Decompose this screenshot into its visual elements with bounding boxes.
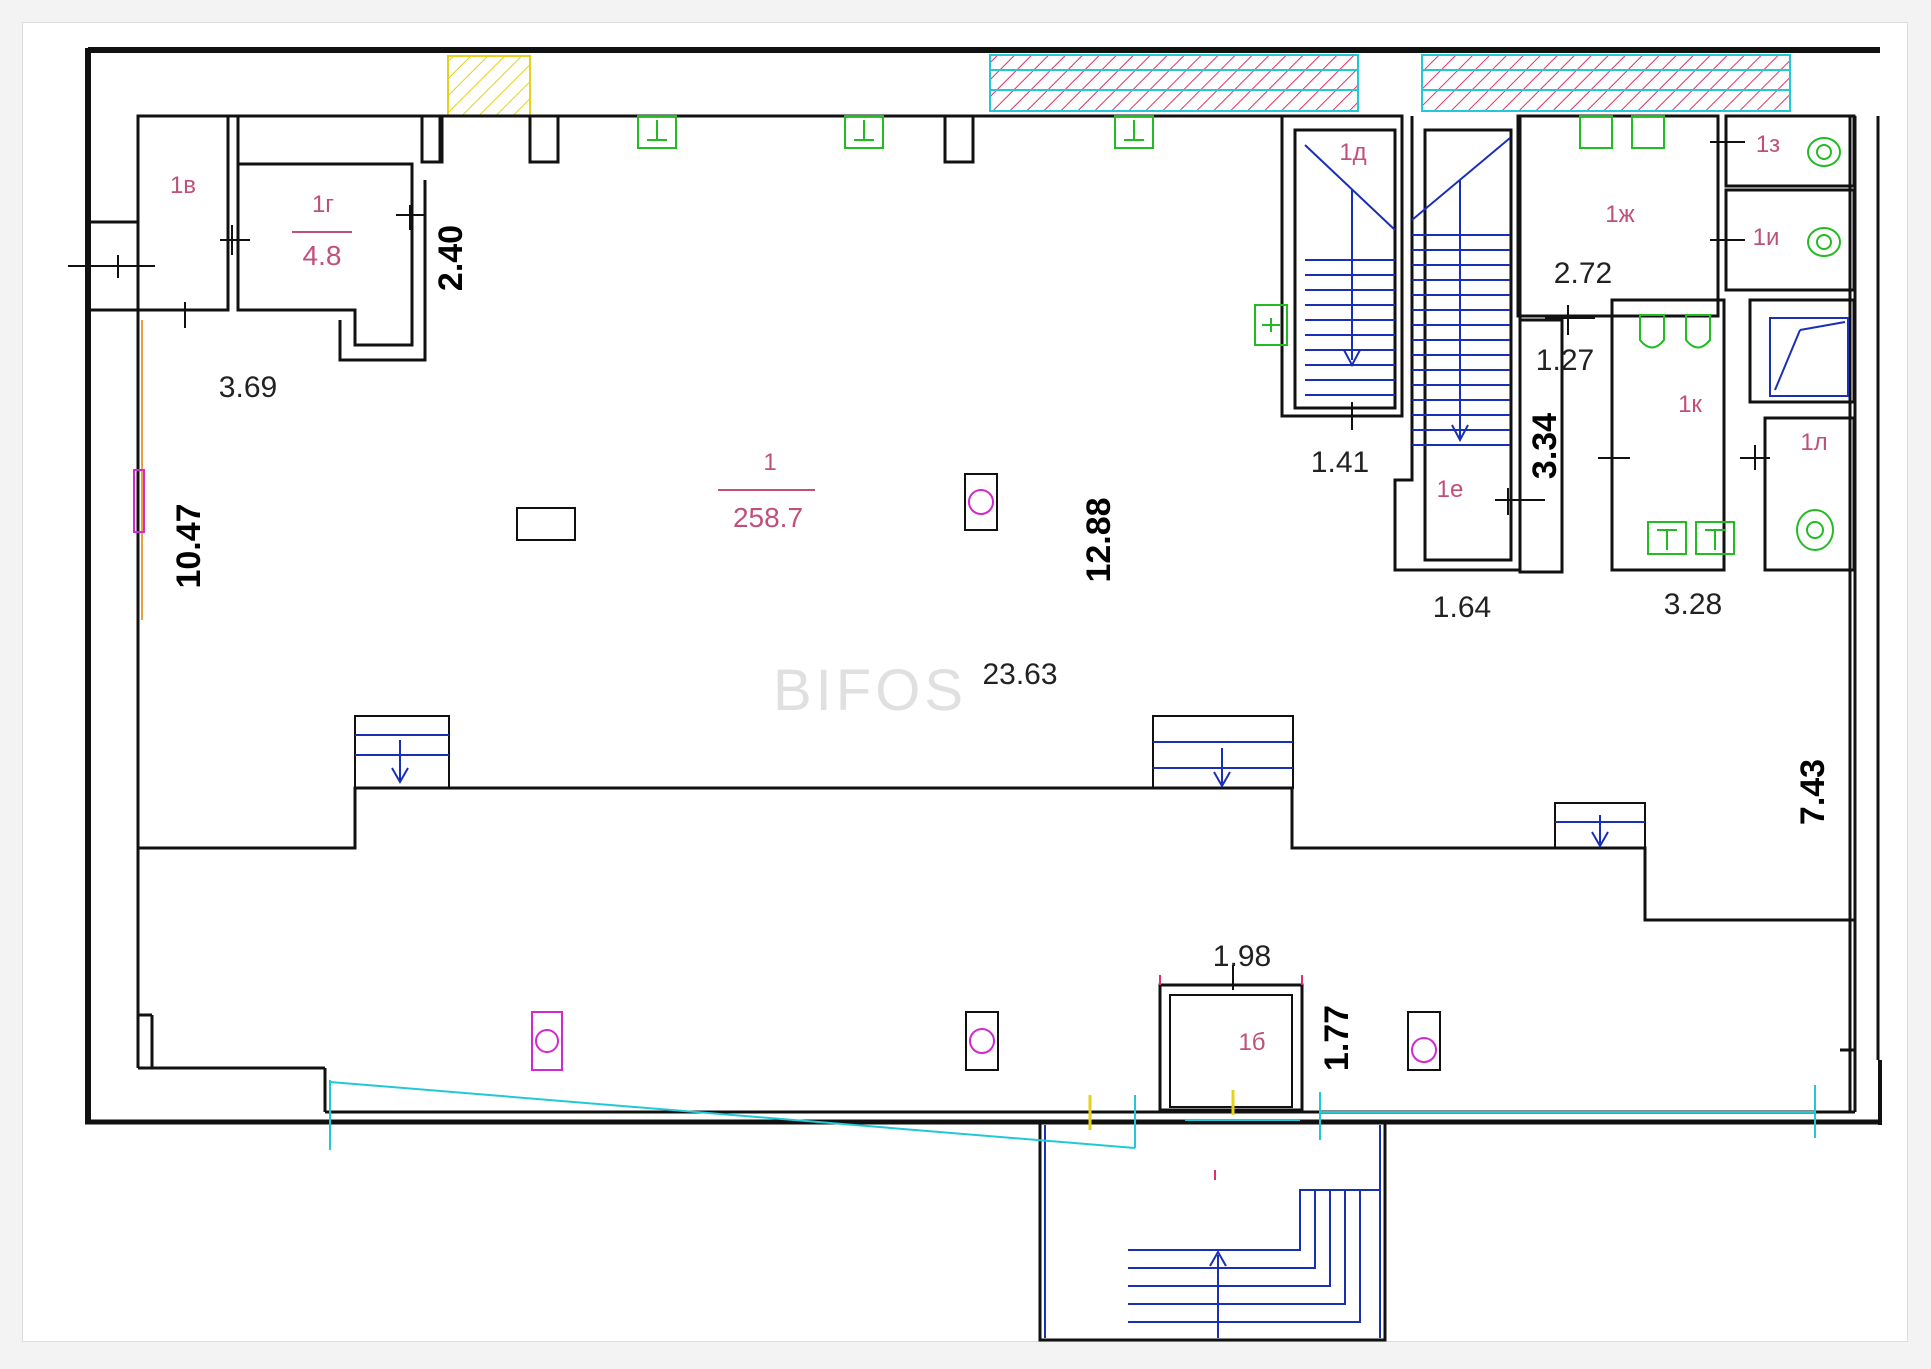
exit-stair — [1038, 1120, 1387, 1342]
dim-3-34: 3.34 — [1526, 413, 1564, 479]
watermark: BIFOS — [773, 658, 967, 723]
dim-7-43: 7.43 — [1794, 759, 1832, 825]
columns — [516, 473, 1441, 1071]
facade-lines — [329, 1080, 1816, 1150]
room-1l-label: 1л — [1800, 429, 1827, 456]
room-1b-label: 1б — [1238, 1029, 1265, 1056]
dim-12-88: 12.88 — [1080, 497, 1118, 582]
dim-1-77: 1.77 — [1318, 1005, 1356, 1071]
entrance-1b — [1088, 975, 1304, 1130]
dimensions: 3.69 2.40 10.47 12.88 23.63 1.41 1.64 3.… — [170, 225, 1832, 1071]
dim-3-69: 3.69 — [219, 371, 277, 404]
dim-1-41: 1.41 — [1311, 446, 1369, 479]
room-1g-label: 1г — [312, 191, 334, 218]
stair-1d — [1304, 144, 1396, 396]
door-marks — [68, 130, 1770, 990]
radiators — [637, 115, 1841, 555]
top-hatch-areas — [447, 54, 1791, 117]
step-stairs — [354, 715, 1646, 849]
dim-3-28: 3.28 — [1664, 588, 1722, 621]
room-1i-label: 1и — [1753, 224, 1780, 251]
bathtub — [1769, 317, 1849, 397]
room-1g-area: 4.8 — [303, 240, 342, 271]
dim-10-47: 10.47 — [170, 503, 208, 588]
room-1zh-label: 1ж — [1605, 201, 1634, 228]
dim-23-63: 23.63 — [982, 658, 1057, 691]
room-1k-label: 1к — [1678, 391, 1702, 418]
room-1-label: 1 — [763, 449, 776, 476]
dim-1-64: 1.64 — [1433, 591, 1491, 624]
room-1v-label: 1в — [170, 172, 196, 199]
room-1-area: 258.7 — [733, 502, 803, 533]
inner-walls — [90, 114, 1880, 1114]
left-door — [133, 320, 145, 620]
room-1d-label: 1д — [1339, 139, 1366, 166]
dim-2-40: 2.40 — [432, 225, 470, 291]
room-labels: 1 258.7 1в 1г 4.8 1д 1е 1ж 1з 1и 1к 1л 1… — [170, 131, 1828, 1056]
stair-1e — [1411, 137, 1511, 446]
dim-2-72: 2.72 — [1554, 257, 1612, 290]
room-1z-label: 1з — [1756, 131, 1780, 158]
room-1e-label: 1е — [1437, 476, 1464, 503]
dim-1-98: 1.98 — [1213, 940, 1271, 973]
outer-walls — [85, 47, 1882, 1125]
dim-1-27: 1.27 — [1536, 344, 1594, 377]
